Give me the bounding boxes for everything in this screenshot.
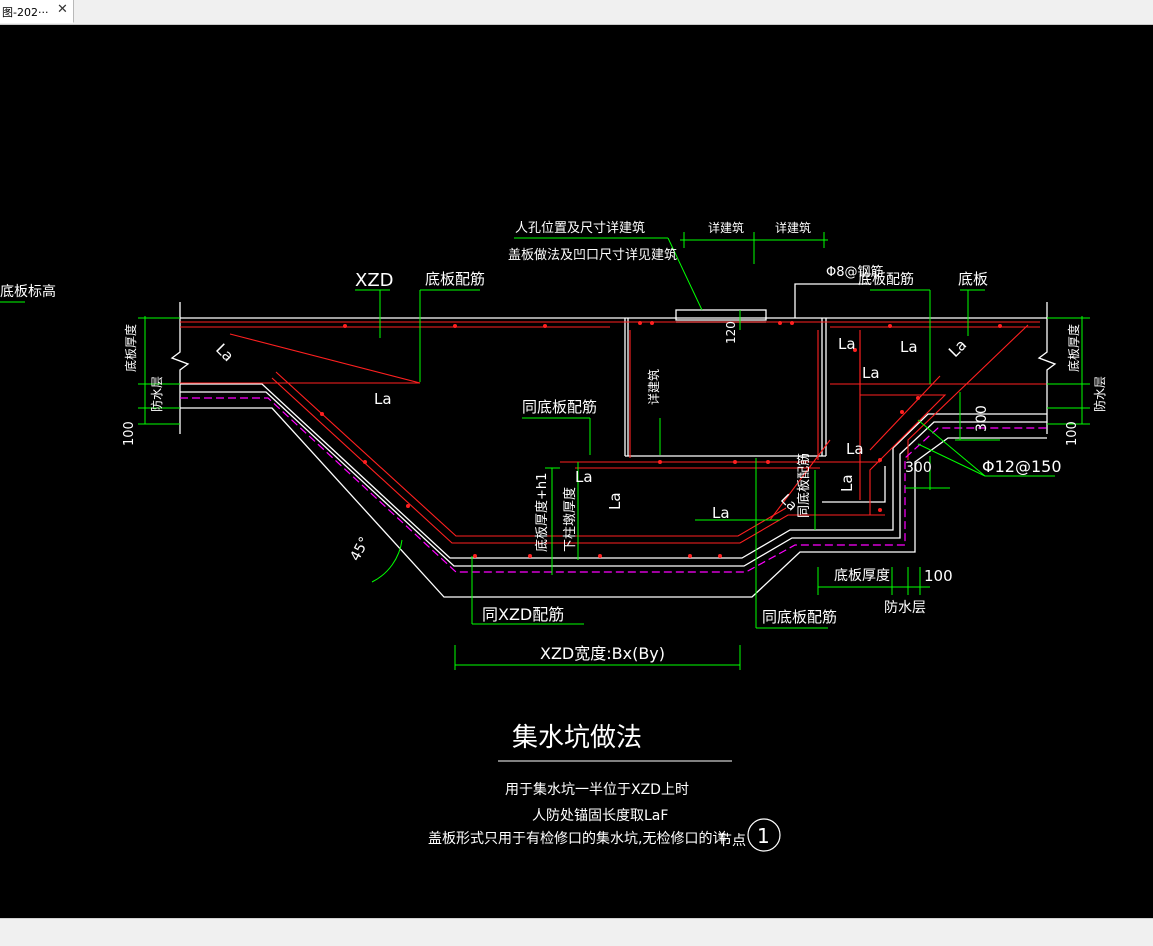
slab-label-right: 底板 <box>958 270 988 288</box>
tab-title: 图-202··· <box>2 6 49 19</box>
rebar-lines <box>180 321 1046 544</box>
la-label-9: La <box>575 468 593 486</box>
slab-thickness-h1: 底板厚度+h1 <box>534 473 550 552</box>
same-slab-rebar-bottom: 同底板配筋 <box>762 608 837 626</box>
slab-thickness-right: 底板厚度 <box>1066 324 1081 372</box>
la-label-4: La <box>900 338 918 356</box>
manhole-note-1: 人孔位置及尺寸详建筑 <box>515 220 645 236</box>
la-label-6: La <box>945 336 970 361</box>
lower-column-thickness: 下柱墩厚度 <box>562 487 578 552</box>
xzd-width-dimension: XZD宽度:Bx(By) <box>540 644 665 663</box>
rebar-dots <box>320 321 1002 558</box>
la-label-8: La <box>838 474 856 492</box>
same-slab-rebar-vertical: 同底板配筋 <box>796 453 812 518</box>
dim-300-vertical: 300 <box>974 405 990 432</box>
note-line-1: 用于集水坑一半位于XZD上时 <box>505 781 689 798</box>
dimension-lines <box>0 232 1090 670</box>
dim-100-bottom: 100 <box>924 567 953 585</box>
la-label-3: La <box>838 335 856 353</box>
dim-300-horizontal: 300 <box>905 460 932 476</box>
node-label: 节点 <box>718 833 746 849</box>
waterproof-right: 防水层 <box>1092 376 1107 412</box>
note-line-2: 人防处锚固长度取LaF <box>532 808 668 824</box>
slab-rebar-left: 底板配筋 <box>425 270 485 288</box>
tab-bar: 图-202··· ✕ <box>0 0 1153 25</box>
phi12-label: Φ12@150 <box>982 457 1062 476</box>
status-bar <box>0 918 1153 946</box>
waterproof-bottom: 防水层 <box>884 600 926 616</box>
main-title: 集水坑做法 <box>512 723 642 753</box>
close-icon[interactable]: ✕ <box>57 2 68 17</box>
la-label-1: La <box>212 340 237 365</box>
see-arch-2: 详建筑 <box>775 220 811 235</box>
la-label-10: La <box>606 492 624 510</box>
cad-drawing: 底板标高 人孔位置及尺寸详建筑 盖板做法及凹口尺寸详见建筑 详建筑 详建筑 XZ… <box>0 220 1107 852</box>
node-number: 1 <box>757 824 770 848</box>
tab-drawing[interactable]: 图-202··· ✕ <box>0 0 74 23</box>
phi8-label: Φ8@钢筋 <box>826 264 884 280</box>
slab-thickness-left: 底板厚度 <box>123 324 138 372</box>
la-label-2: La <box>374 390 392 408</box>
la-label-5: La <box>862 364 880 382</box>
angle-45-label: 45° <box>347 534 373 563</box>
waterproof-left: 防水层 <box>149 376 164 412</box>
pit-elevation-label: 底板标高 <box>0 283 56 300</box>
waterproof-layer <box>180 397 1047 573</box>
dim-100-left: 100 <box>122 421 137 446</box>
slab-rebar-right: 底板配筋 <box>858 271 914 288</box>
slab-outline <box>170 283 1057 598</box>
drawing-canvas[interactable]: 底板标高 人孔位置及尺寸详建筑 盖板做法及凹口尺寸详见建筑 详建筑 详建筑 XZ… <box>0 25 1153 918</box>
node-circle <box>747 818 781 852</box>
xzd-label: XZD <box>355 270 394 291</box>
la-label-7: La <box>846 440 864 458</box>
slab-thickness-bottom: 底板厚度 <box>834 568 890 584</box>
see-arch-vertical: 详建筑 <box>646 369 661 405</box>
la-label-11: La <box>712 504 730 522</box>
same-xzd-rebar: 同XZD配筋 <box>482 605 564 624</box>
dim-120: 120 <box>724 321 738 344</box>
same-slab-rebar-mid: 同底板配筋 <box>522 398 597 416</box>
manhole-note-2: 盖板做法及凹口尺寸详见建筑 <box>508 247 677 263</box>
dim-100-right: 100 <box>1065 421 1080 446</box>
note-line-3: 盖板形式只用于有检修口的集水坑,无检修口的详 <box>428 830 726 847</box>
see-arch-1: 详建筑 <box>708 220 744 235</box>
